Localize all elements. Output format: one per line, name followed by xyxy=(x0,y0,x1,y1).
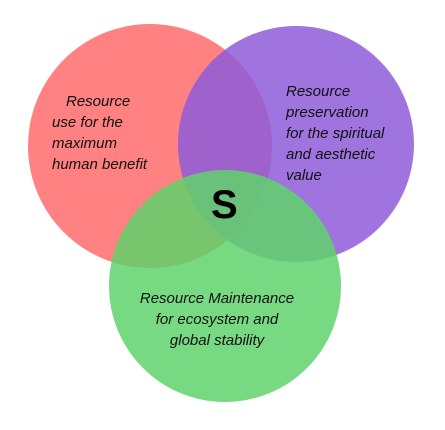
label-line: value xyxy=(286,167,322,184)
center-letter: S xyxy=(211,183,238,227)
circle-resource-maintenance xyxy=(109,170,341,402)
label-line: use for the xyxy=(52,114,123,131)
label-line: Resource Maintenance xyxy=(139,290,295,307)
label-line: Resource xyxy=(286,83,351,100)
label-line: global stability xyxy=(169,332,265,349)
label-line: for ecosystem and xyxy=(155,311,279,328)
label-line: maximum xyxy=(52,135,118,152)
label-line: preservation xyxy=(286,104,369,121)
label-resource-maintenance: Resource Maintenance for ecosystem and g… xyxy=(126,288,308,351)
label-line: and aesthetic xyxy=(286,146,376,163)
label-line: Resource xyxy=(66,93,131,110)
label-resource-use: Resource use for the maximum human benef… xyxy=(52,91,147,175)
label-line: human benefit xyxy=(52,156,148,173)
label-line: for the spiritual xyxy=(286,125,385,142)
label-resource-preservation: Resource preservation for the spiritual … xyxy=(286,81,384,186)
